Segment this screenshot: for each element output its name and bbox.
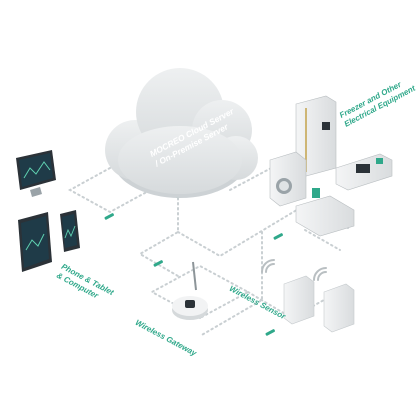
- gateway-icon: [172, 261, 208, 320]
- tablet-icon: [18, 212, 52, 272]
- monitor-icon: [16, 150, 56, 197]
- sensor-icon: [283, 275, 355, 333]
- cloud-icon: [105, 68, 258, 198]
- wifi-icon: [261, 259, 327, 281]
- bathtub-icon: [295, 188, 355, 237]
- phone-icon: [60, 210, 80, 252]
- lab-instrument-icon: [335, 153, 393, 191]
- washer-icon: [269, 151, 307, 207]
